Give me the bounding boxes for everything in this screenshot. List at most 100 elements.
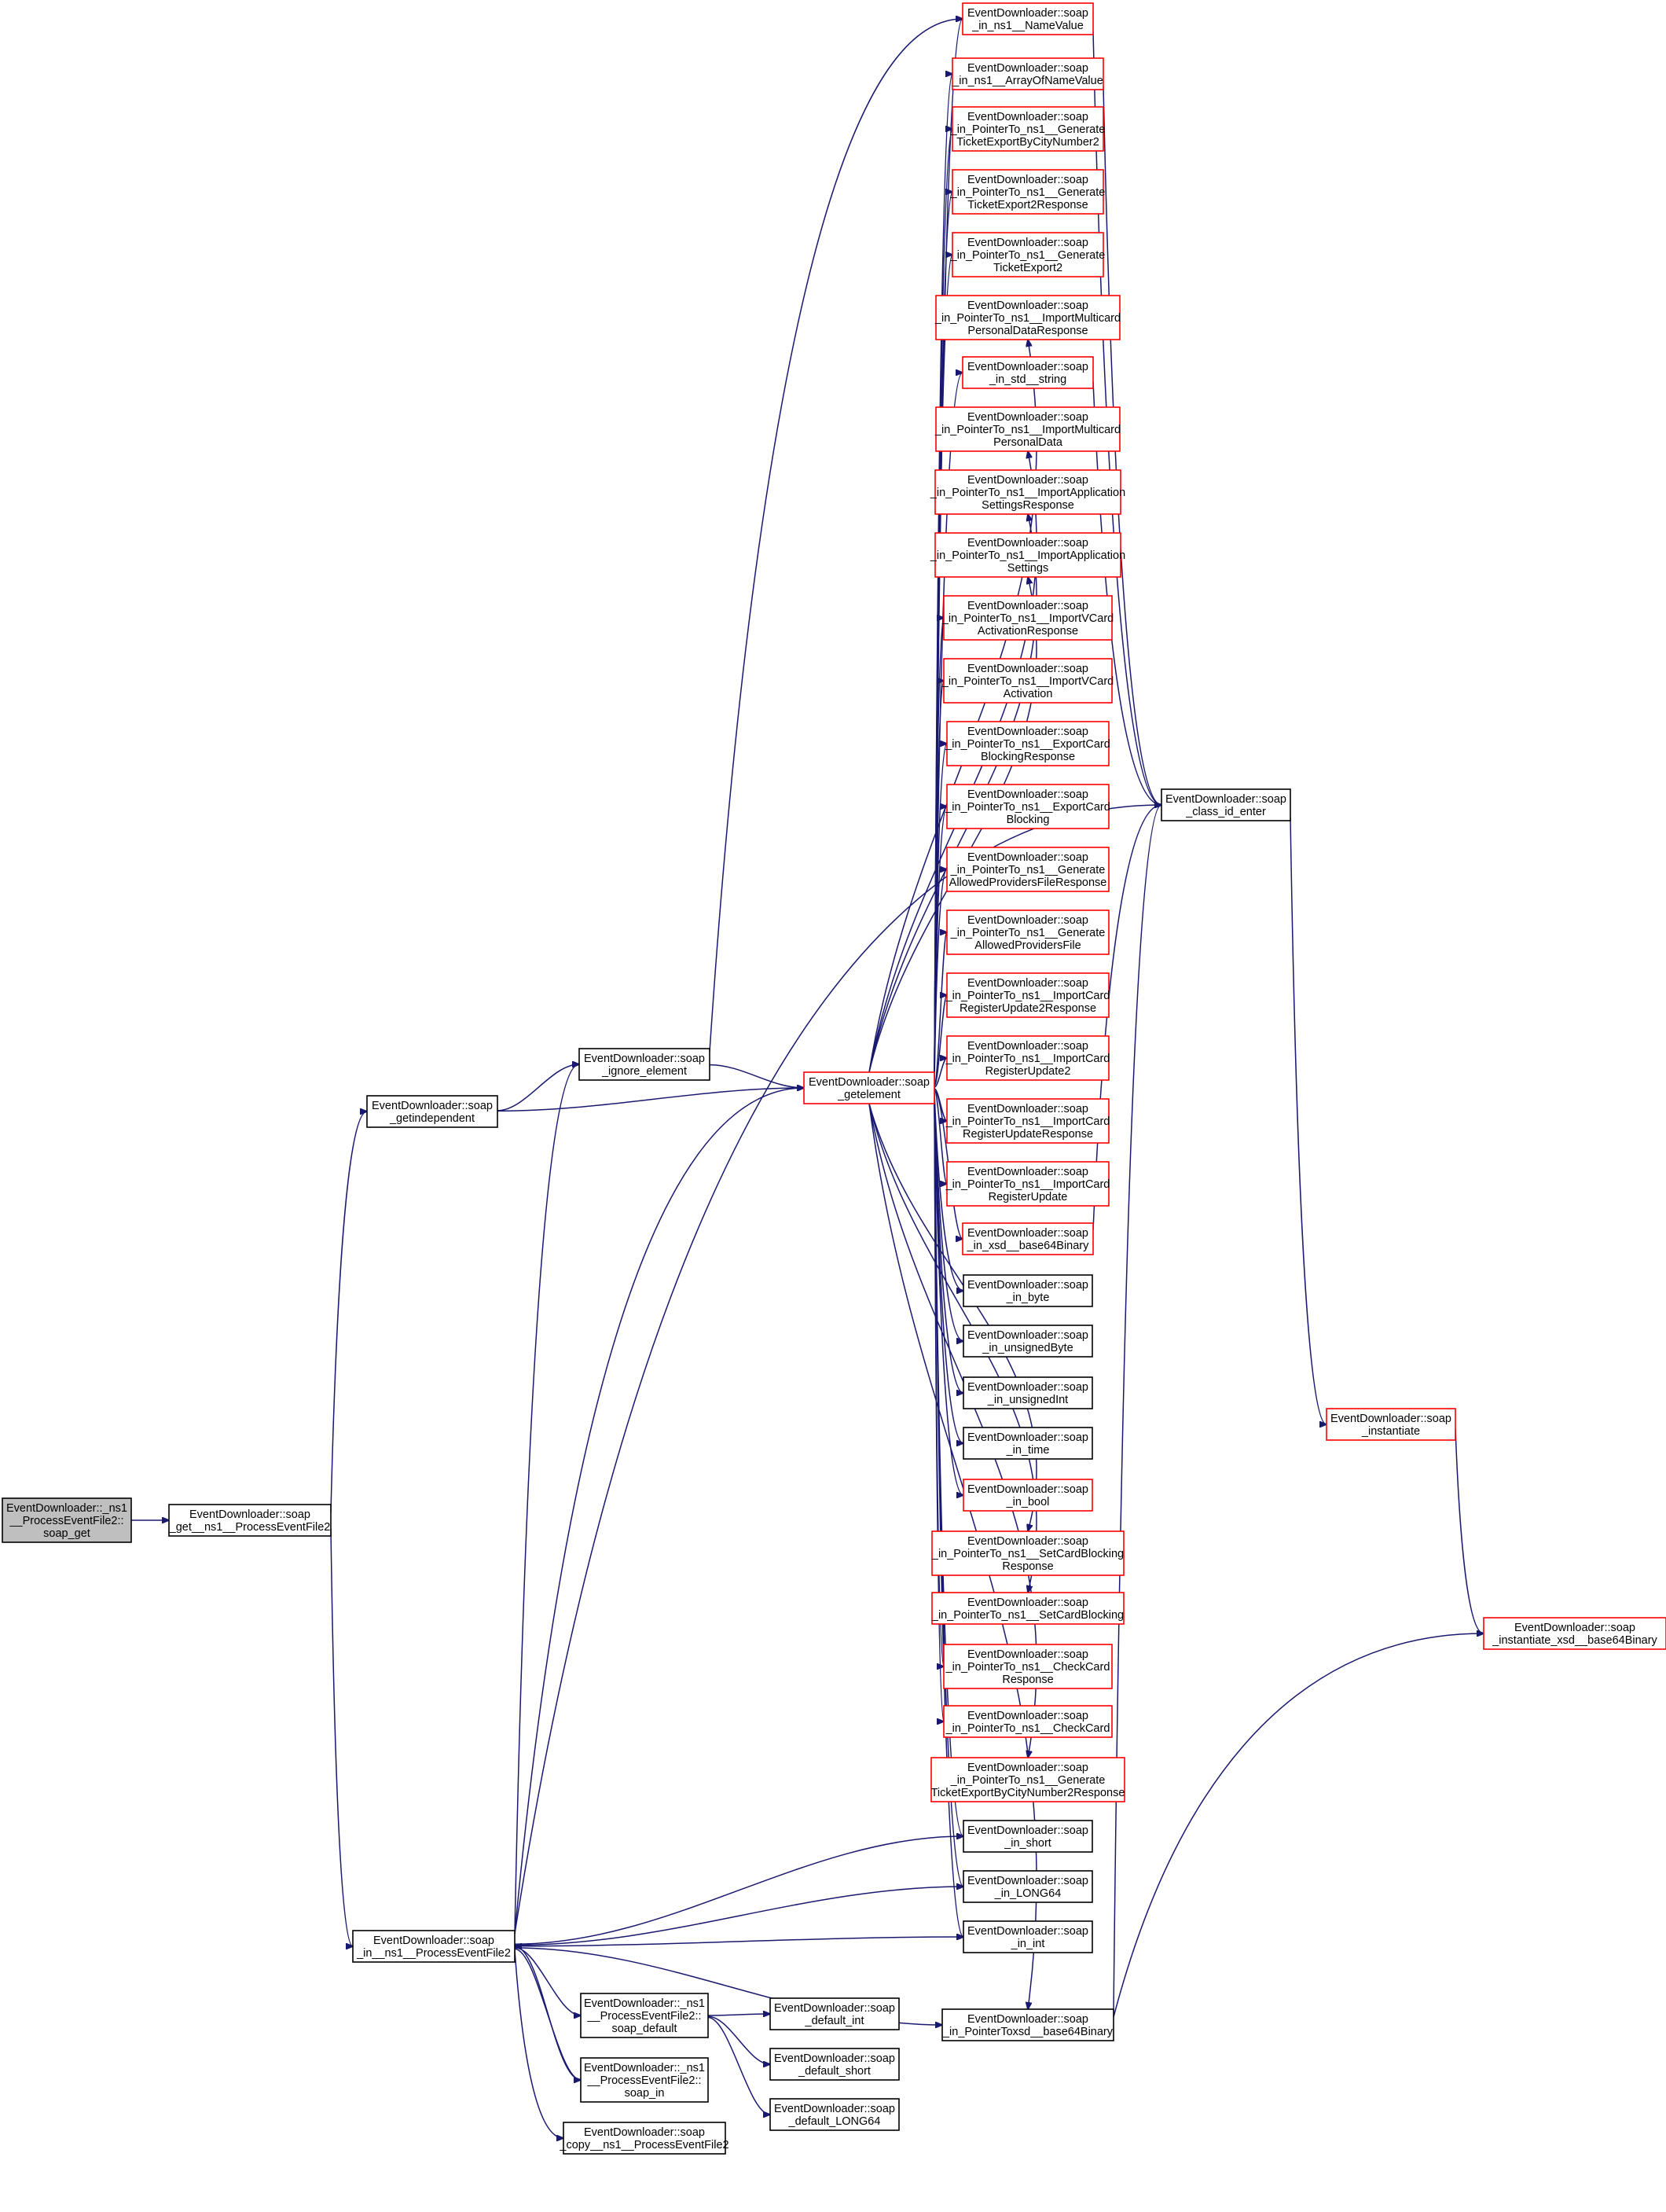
node-get_pef2[interactable]: EventDownloader::soap_get__ns1__ProcessE… (168, 1504, 332, 1537)
node-box (769, 2048, 900, 2081)
node-label-line: AllowedProvidersFileResponse (949, 876, 1107, 889)
node-ias[interactable]: EventDownloader::soap_in_PointerTo_ns1__… (930, 532, 1125, 578)
node-label-line: _in_PointerTo_ns1__ImportVCard (941, 675, 1114, 688)
edge-getelement-to-gapf_resp (934, 869, 947, 1084)
node-label-line: _in_unsignedByte (982, 1342, 1073, 1354)
node-gte2[interactable]: EventDownloader::soap_in_PointerTo_ns1__… (950, 232, 1106, 277)
node-cc_resp[interactable]: EventDownloader::soap_in_PointerTo_ns1__… (943, 1644, 1113, 1689)
node-label-line: EventDownloader::soap (372, 1100, 493, 1112)
node-label-line: _in_std__string (989, 373, 1066, 386)
node-gapf_resp[interactable]: EventDownloader::soap_in_PointerTo_ns1__… (946, 847, 1110, 892)
edge-in_pef2-to-in_long64 (514, 1887, 963, 1946)
node-icru2_resp[interactable]: EventDownloader::soap_in_PointerTo_ns1__… (945, 972, 1110, 1018)
node-label-line: __ProcessEventFile2:: (9, 1515, 123, 1527)
node-default_short[interactable]: EventDownloader::soap_default_short (769, 2048, 900, 2081)
node-xsd_b64[interactable]: EventDownloader::soap_in_xsd__base64Bina… (962, 1222, 1094, 1255)
node-gapf[interactable]: EventDownloader::soap_in_PointerTo_ns1__… (946, 909, 1110, 955)
node-std_string[interactable]: EventDownloader::soap_in_std__string (962, 356, 1094, 389)
node-box (963, 1870, 1093, 1903)
node-ecb[interactable]: EventDownloader::soap_in_PointerTo_ns1__… (945, 784, 1110, 829)
node-class_id_enter[interactable]: EventDownloader::soap_class_id_enter (1161, 788, 1291, 821)
node-box (578, 1048, 710, 1081)
node-label-line: EventDownloader::soap (967, 1103, 1088, 1115)
node-box (963, 1820, 1093, 1853)
node-imc_pd_resp[interactable]: EventDownloader::soap_in_PointerTo_ns1__… (934, 295, 1121, 340)
node-in_uint[interactable]: EventDownloader::soap_in_unsignedInt (963, 1376, 1093, 1409)
edge-getelement-to-gapf (934, 932, 947, 1086)
node-label-line: _in_PointerTo_ns1__ExportCard (945, 738, 1110, 751)
node-label-line: EventDownloader::soap (189, 1508, 310, 1521)
node-label-line: _instantiate (1361, 1425, 1420, 1438)
node-label-line: RegisterUpdate2 (985, 1065, 1071, 1078)
edge-arrayofnamevalue-to-class_id_enter (1103, 86, 1161, 805)
node-ptr_b64[interactable]: EventDownloader::soap_in_PointerToxsd__b… (941, 2008, 1114, 2041)
node-icru2[interactable]: EventDownloader::soap_in_PointerTo_ns1__… (945, 1035, 1110, 1081)
node-in_ubyte[interactable]: EventDownloader::soap_in_unsignedByte (963, 1325, 1093, 1358)
node-label-line: _in_PointerTo_ns1__SetCardBlocking (931, 1548, 1124, 1560)
node-getindependent[interactable]: EventDownloader::soap_getindependent (366, 1095, 498, 1128)
node-pef_default[interactable]: EventDownloader::_ns1__ProcessEventFile2… (580, 1993, 709, 2038)
edge-ptr_b64-to-inst_b64 (1113, 1633, 1484, 2018)
node-box (952, 57, 1104, 90)
node-box (952, 232, 1104, 277)
node-box (943, 1644, 1113, 1689)
node-label-line: EventDownloader::soap (967, 1710, 1088, 1722)
node-label-line: _get__ns1__ProcessEventFile2 (169, 1521, 331, 1534)
node-in_long64[interactable]: EventDownloader::soap_in_LONG64 (963, 1870, 1093, 1903)
node-label-line: _in_unsignedInt (987, 1394, 1068, 1406)
node-label-line: EventDownloader::soap (774, 2052, 895, 2065)
node-gte2_resp[interactable]: EventDownloader::soap_in_PointerTo_ns1__… (950, 169, 1106, 215)
node-instantiate[interactable]: EventDownloader::soap_instantiate (1326, 1408, 1456, 1441)
node-label-line: EventDownloader::soap (967, 1597, 1088, 1609)
node-label-line: EventDownloader::soap (584, 2126, 705, 2139)
node-box (168, 1504, 332, 1537)
node-default_int[interactable]: EventDownloader::soap_default_int (769, 1997, 900, 2030)
node-scb_resp[interactable]: EventDownloader::soap_in_PointerTo_ns1__… (931, 1530, 1125, 1576)
node-imc_pd[interactable]: EventDownloader::soap_in_PointerTo_ns1__… (934, 406, 1121, 452)
node-scb[interactable]: EventDownloader::soap_in_PointerTo_ns1__… (931, 1592, 1125, 1625)
node-box (930, 1757, 1125, 1802)
node-gte_by_city[interactable]: EventDownloader::soap_in_PointerTo_ns1__… (950, 106, 1106, 152)
node-in_bool[interactable]: EventDownloader::soap_in_bool (963, 1479, 1093, 1512)
node-box (946, 1098, 1110, 1144)
node-in_int[interactable]: EventDownloader::soap_in_int (963, 1920, 1093, 1953)
node-ias_resp[interactable]: EventDownloader::soap_in_PointerTo_ns1__… (930, 469, 1125, 515)
node-pef_in[interactable]: EventDownloader::_ns1__ProcessEventFile2… (580, 2057, 709, 2103)
node-label-line: _in_xsd__base64Binary (967, 1240, 1090, 1252)
node-getelement[interactable]: EventDownloader::soap_getelement (803, 1071, 935, 1104)
node-label-line: _in_PointerToxsd__base64Binary (942, 2026, 1114, 2038)
node-box (366, 1095, 498, 1128)
node-ivc_act_resp[interactable]: EventDownloader::soap_in_PointerTo_ns1__… (941, 595, 1114, 641)
node-ignore[interactable]: EventDownloader::soap_ignore_element (578, 1048, 710, 1081)
edge-ptr_b64-to-class_id_enter (1113, 805, 1161, 2013)
node-ecb_resp[interactable]: EventDownloader::soap_in_PointerTo_ns1__… (945, 721, 1110, 766)
node-namevalue[interactable]: EventDownloader::soap_in_ns1__NameValue (962, 2, 1094, 35)
node-label-line: EventDownloader::soap (373, 1935, 494, 1947)
edge-in_pef2-to-in_short (514, 1836, 963, 1945)
node-label-line: ActivationResponse (978, 625, 1078, 638)
node-label-line: soap_default (611, 2023, 677, 2035)
node-arrayofnamevalue[interactable]: EventDownloader::soap_in_ns1__ArrayOfNam… (952, 57, 1104, 90)
node-in_byte[interactable]: EventDownloader::soap_in_byte (963, 1274, 1093, 1307)
node-icru[interactable]: EventDownloader::soap_in_PointerTo_ns1__… (945, 1161, 1110, 1207)
node-label-line: _getindependent (389, 1112, 475, 1125)
node-cc[interactable]: EventDownloader::soap_in_PointerTo_ns1__… (943, 1705, 1113, 1738)
node-in_pef2[interactable]: EventDownloader::soap_in__ns1__ProcessEv… (352, 1930, 516, 1963)
node-in_time[interactable]: EventDownloader::soap_in_time (963, 1427, 1093, 1460)
node-copy_pef2[interactable]: EventDownloader::soap_copy__ns1__Process… (559, 2122, 729, 2155)
node-label-line: _in_PointerTo_ns1__ImportApplication (930, 549, 1125, 562)
node-label-line: EventDownloader::soap (774, 2103, 895, 2115)
node-in_short[interactable]: EventDownloader::soap_in_short (963, 1820, 1093, 1853)
node-label-line: EventDownloader::soap (967, 361, 1088, 373)
node-gte_by_city_resp[interactable]: EventDownloader::soap_in_PointerTo_ns1__… (930, 1757, 1125, 1802)
node-inst_b64[interactable]: EventDownloader::soap_instantiate_xsd__b… (1483, 1617, 1666, 1650)
node-default_long64[interactable]: EventDownloader::soap_default_LONG64 (769, 2098, 900, 2131)
edge-getelement-to-icru2 (934, 1058, 947, 1088)
node-box (963, 1427, 1093, 1460)
edge-getindependent-to-getelement (497, 1088, 804, 1112)
node-label-line: _copy__ns1__ProcessEventFile2 (559, 2139, 728, 2151)
node-label-line: EventDownloader::soap (967, 1925, 1088, 1938)
node-ivc_act[interactable]: EventDownloader::soap_in_PointerTo_ns1__… (941, 658, 1114, 704)
node-icru_resp[interactable]: EventDownloader::soap_in_PointerTo_ns1__… (945, 1098, 1110, 1144)
node-label-line: EventDownloader::soap (967, 1483, 1088, 1496)
